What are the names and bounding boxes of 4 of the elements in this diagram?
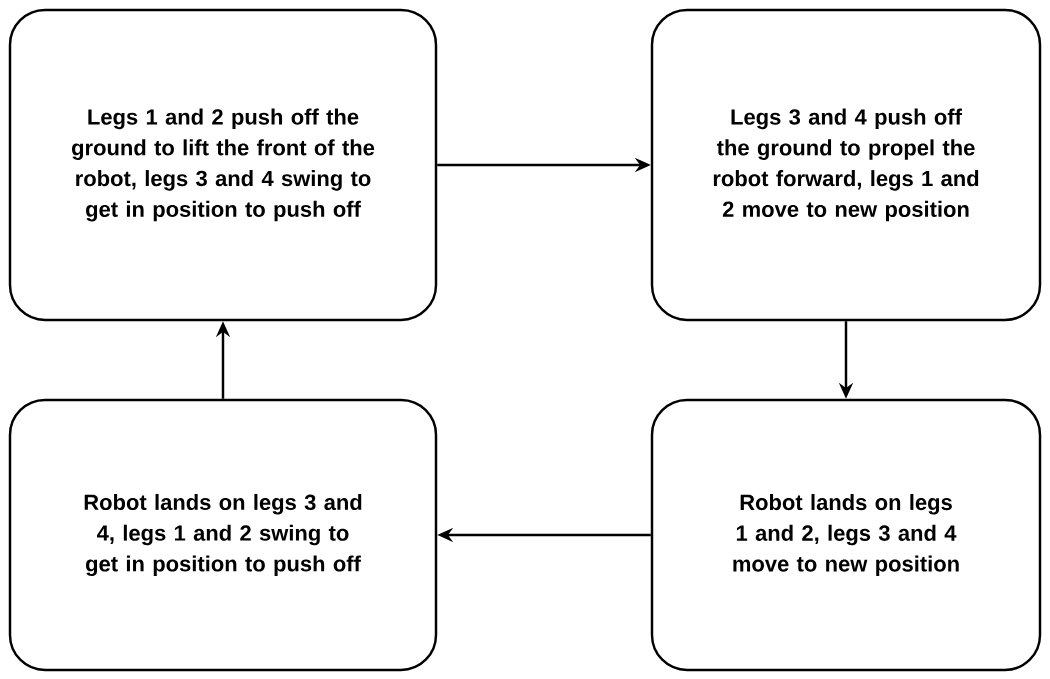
process-box: Robot lands on legs 1 and 2, legs 3 and 4 move to new position [650, 398, 1042, 672]
process-box: Legs 1 and 2 push off the ground to lift the front of the robot, legs 3 and 4 swing to get in position to push off [8, 8, 438, 322]
process-box: Legs 3 and 4 push off the ground to propel the robot forward, legs 1 and 2 move to new position [650, 8, 1042, 322]
process-box: Robot lands on legs 3 and 4, legs 1 and 2 swing to get in position to push off [8, 398, 438, 672]
